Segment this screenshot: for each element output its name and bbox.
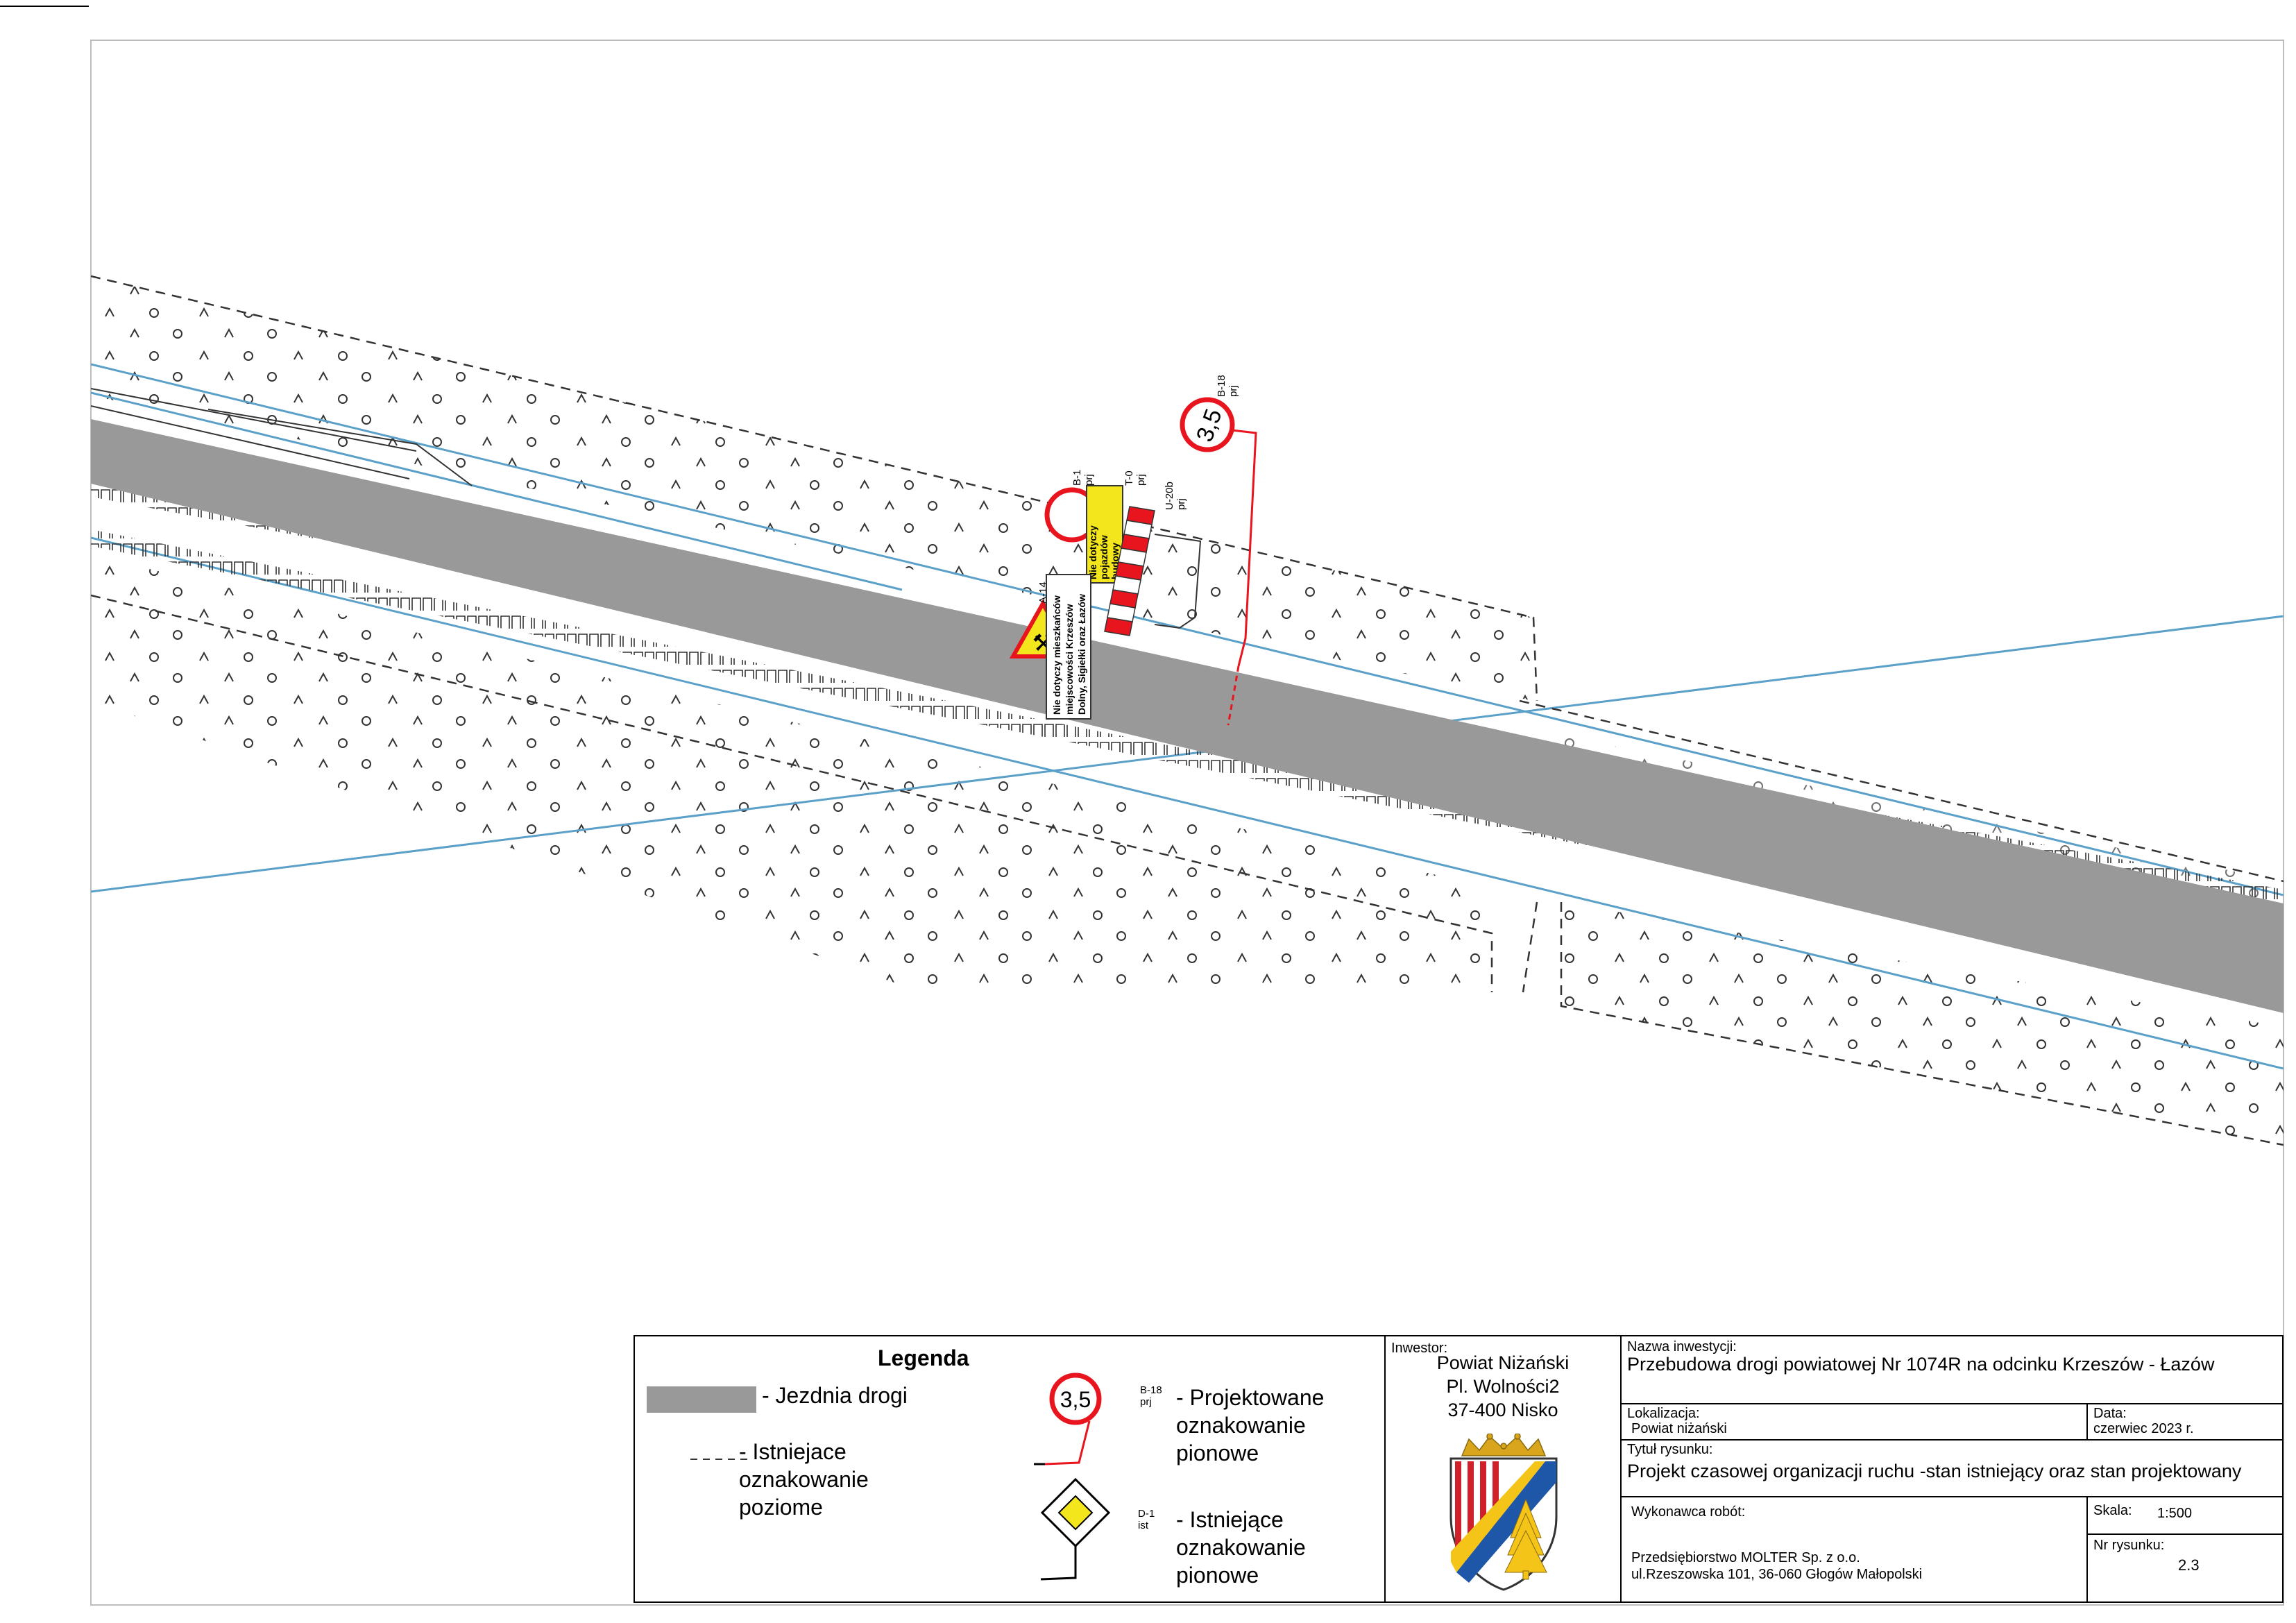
plate-exempt-line-1: Nie dotyczy mieszkańców	[1051, 595, 1062, 715]
investor-line-3: 37-400 Nisko	[1447, 1400, 1558, 1420]
grass-zone-north	[91, 276, 1533, 701]
date-cell: Data: czerwiec 2023 r.	[2088, 1403, 2282, 1441]
roadway	[91, 419, 2284, 1013]
contractor-cell: Wykonawca robót: Przedsiębiorstwo MOLTER…	[1622, 1497, 2088, 1601]
location-value: Powiat niżański	[1631, 1421, 1727, 1436]
legend-dashed-line	[690, 1459, 753, 1460]
scale-value: 1:500	[2157, 1506, 2193, 1521]
plate-t0-line-1: Nie dotyczy	[1087, 525, 1098, 579]
plate-exempt-line-2: miejscowości Krzeszów	[1064, 604, 1075, 715]
contractor-line-1: Przedsiębiorstwo MOLTER Sp. z o.o.	[1631, 1550, 1860, 1565]
plate-t0-code: T-0	[1123, 470, 1135, 486]
grass-zone-south-east	[1561, 902, 2284, 1145]
barrier-u20b	[1104, 506, 1155, 636]
legend-speed-suffix: prj	[1140, 1396, 1152, 1408]
drawing-no-label: Nr rysunku:	[2093, 1538, 2165, 1553]
investment-value: Przebudowa drogi powiatowej Nr 1074R na …	[1627, 1354, 2215, 1375]
sheet-frame	[90, 40, 2284, 1606]
investment-label: Nazwa inwestycji:	[1627, 1339, 1737, 1354]
legend-road-label: - Jezdnia drogi	[762, 1383, 908, 1408]
plate-t0	[1086, 485, 1123, 584]
investor-panel: Inwestor: Powiat Niżański Pl. Wolności2 …	[1386, 1336, 1622, 1601]
investor-line-2: Pl. Wolności2	[1446, 1376, 1560, 1397]
scale-cell: Skala: 1:500	[2088, 1497, 2282, 1535]
location-cell: Lokalizacja: Powiat niżański	[1622, 1403, 2088, 1441]
yellow-band	[1451, 1461, 1545, 1572]
road-boundary-dashed	[91, 275, 2284, 1146]
legend-existing-sign	[1040, 1477, 1111, 1581]
scale-label: Skala:	[2093, 1503, 2132, 1518]
legend-title: Legenda	[878, 1345, 969, 1370]
legend-d1-suffix: ist	[1138, 1520, 1148, 1531]
barrier-code: U-20b	[1164, 482, 1175, 510]
no-entry-code-suffix: prj	[1083, 474, 1095, 486]
drawing-title-cell: Tytuł rysunku: Projekt czasowej organiza…	[1622, 1441, 2282, 1497]
drawing-title-value: Projekt czasowej organizacji ruchu -stan…	[1627, 1461, 2242, 1481]
no-entry-code: B-1	[1071, 470, 1083, 486]
speed-limit-leader	[1232, 429, 1257, 667]
contractor-label: Wykonawca robót:	[1631, 1504, 1746, 1520]
title-block: Legenda - Jezdnia drogi - Istniejace ozn…	[633, 1335, 2284, 1603]
speed-limit-code-suffix: prj	[1227, 385, 1239, 397]
date-label: Data:	[2093, 1406, 2127, 1421]
drawing-title-label: Tytuł rysunku:	[1627, 1442, 1713, 1457]
sidewalk-lines	[91, 388, 473, 486]
info-panel: Nazwa inwestycji: Przebudowa drogi powia…	[1622, 1336, 2282, 1601]
plate-exempt	[1046, 574, 1091, 720]
legend-speed-code: B-18	[1140, 1384, 1162, 1396]
barrier-outline	[1154, 534, 1202, 629]
legend-road-swatch	[647, 1386, 756, 1413]
date-value: czerwiec 2023 r.	[2093, 1421, 2194, 1436]
plate-t0-line-2: pojazdów	[1098, 535, 1109, 579]
contractor-line-2: ul.Rzeszowska 101, 36-060 Głogów Małopol…	[1631, 1567, 1923, 1582]
legend-existing-vertical: - Istniejące oznakowanie pionowe	[1176, 1507, 1306, 1588]
investment-cell: Nazwa inwestycji: Przebudowa drogi powia…	[1622, 1336, 2282, 1404]
sign-b18-group: 3,5 B-18 prj	[1180, 375, 1257, 726]
speed-limit-sign	[1180, 397, 1235, 452]
coat-of-arms-emblem	[1449, 1434, 1558, 1591]
legend-panel: Legenda - Jezdnia drogi - Istniejace ozn…	[635, 1336, 1386, 1601]
grass-zone-south	[91, 555, 1492, 992]
spruce-tree-icon	[1504, 1498, 1547, 1580]
legend-projected-sign: 3,5	[1034, 1373, 1102, 1465]
sign-t0-group: Nie dotyczy pojazdów budowy T-0 prj	[1086, 470, 1147, 584]
legend-existing-horizontal: - Istniejace oznakowanie poziome	[739, 1439, 869, 1520]
plate-t0-code-suffix: prj	[1135, 474, 1147, 486]
drawing-no-cell: Nr rysunku: 2.3	[2088, 1535, 2282, 1601]
plate-exempt-line-3: Dolny, Sigiełki oraz Łazów	[1076, 594, 1087, 715]
location-label: Lokalizacja:	[1627, 1406, 1700, 1421]
investor-line-1: Powiat Niżański	[1436, 1352, 1570, 1373]
investor-label: Inwestor:	[1391, 1341, 1448, 1356]
barrier-code-suffix: prj	[1175, 498, 1187, 510]
crown-icon	[1461, 1434, 1547, 1456]
legend-projected-vertical: - Projektowane oznakowanie pionowe	[1176, 1385, 1325, 1465]
legend-speed-value: 3,5	[1060, 1387, 1091, 1412]
legend-d1-code: D-1	[1138, 1508, 1155, 1520]
speed-limit-leader-dash	[1227, 665, 1240, 726]
sign-exempt-plate-group: Nie dotyczy mieszkańców miejscowości Krz…	[1046, 574, 1091, 720]
blue-band	[1456, 1461, 1556, 1583]
sign-u20b-group: U-20b prj	[1104, 482, 1202, 636]
drawing-no-value: 2.3	[2178, 1556, 2200, 1574]
red-stripes	[1455, 1461, 1499, 1552]
speed-limit-code: B-18	[1216, 375, 1227, 397]
